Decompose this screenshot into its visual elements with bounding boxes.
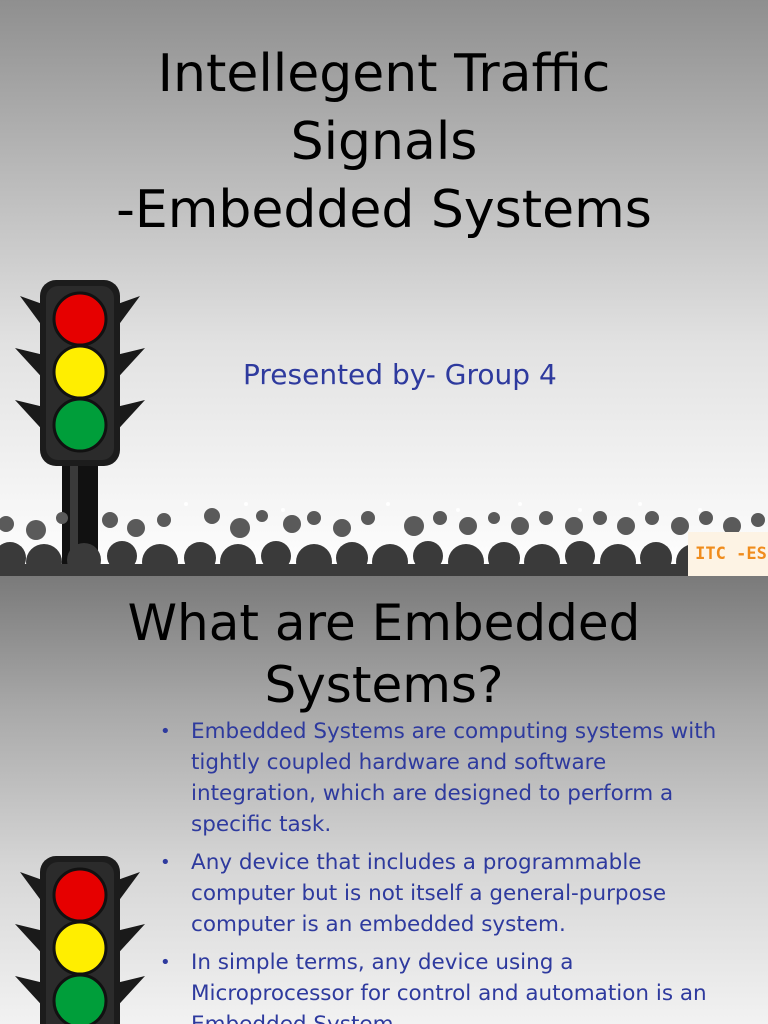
slide-1-title-line: -Embedded Systems bbox=[116, 180, 652, 240]
red-lamp bbox=[52, 867, 108, 923]
bullet-dot-icon: • bbox=[160, 852, 171, 873]
yellow-lamp bbox=[52, 344, 108, 400]
slide-1-title: Intellegent Traffic Signals -Embedded Sy… bbox=[0, 40, 768, 244]
slide-2-title: What are Embedded Systems? bbox=[80, 592, 688, 716]
bullet-text: Embedded Systems are computing systems w… bbox=[191, 719, 717, 837]
itc-es-tag: ITC -ES bbox=[688, 532, 768, 576]
presenter-text: Presented by- Group 4 bbox=[243, 358, 557, 391]
bullet-item: • In simple terms, any device using a Mic… bbox=[158, 947, 718, 1024]
green-lamp bbox=[52, 973, 108, 1024]
yellow-lamp bbox=[52, 920, 108, 976]
bullet-item: • Any device that includes a programmable… bbox=[158, 847, 718, 940]
slide-1-title-line: Signals bbox=[290, 112, 478, 172]
bullet-text: In simple terms, any device using a Micr… bbox=[191, 950, 707, 1024]
slide-2-title-line: Systems? bbox=[264, 656, 504, 714]
traffic-light-icon bbox=[15, 856, 145, 1024]
traffic-light-icon bbox=[15, 280, 145, 576]
slide-2: What are Embedded Systems? • Embedded Sys… bbox=[0, 576, 768, 1024]
green-lamp bbox=[52, 397, 108, 453]
red-lamp bbox=[52, 291, 108, 347]
bullet-dot-icon: • bbox=[160, 952, 171, 973]
slide-1: Intellegent Traffic Signals -Embedded Sy… bbox=[0, 0, 768, 576]
bullet-item: • Embedded Systems are computing systems … bbox=[158, 716, 718, 840]
bullet-text: Any device that includes a programmable … bbox=[191, 850, 667, 937]
slide-2-title-line: What are Embedded bbox=[127, 594, 641, 652]
decorative-dots-band bbox=[0, 502, 768, 576]
bullet-list: • Embedded Systems are computing systems … bbox=[158, 716, 718, 1024]
bullet-dot-icon: • bbox=[160, 721, 171, 742]
slide-1-title-line: Intellegent Traffic bbox=[157, 44, 611, 104]
